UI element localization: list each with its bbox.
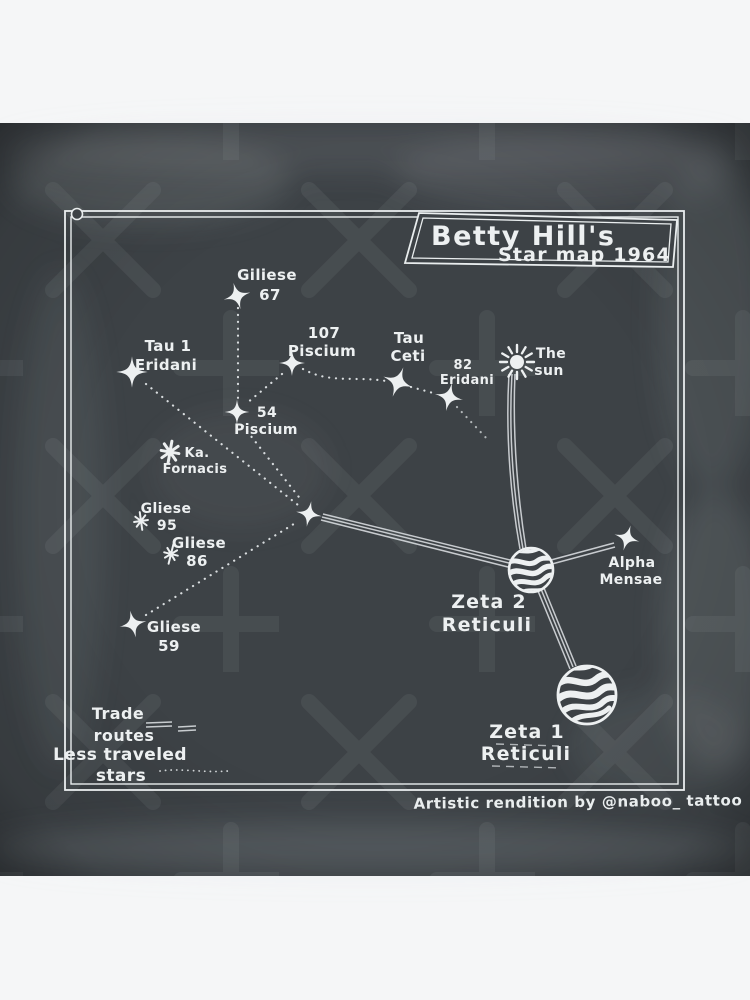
trade-route-sun-zeta2: [507, 373, 527, 550]
planet-zeta-1-reticuli: [556, 664, 618, 726]
label-tau-ceti-1: Tau: [394, 329, 424, 347]
label-giliese-67-2: 67: [259, 286, 281, 304]
label-tau-1-eridani-2: Eridani: [135, 356, 197, 374]
label-54-piscium-1: 54: [257, 405, 277, 421]
label-gliese-86-2: 86: [186, 552, 208, 570]
label-gliese-86-1: Gliese: [172, 534, 226, 552]
label-ka-fornacis-2: Fornacis: [163, 462, 228, 477]
label-107-piscium-2: Piscium: [288, 342, 356, 360]
route-107piscium-54piscium: [245, 372, 284, 405]
sparkle-star-icon-gliese-86: [163, 543, 179, 565]
label-gliese-95-2: 95: [157, 518, 177, 534]
label-zeta-2-reticuli-1: Zeta 2: [451, 591, 527, 613]
planet-zeta-2-reticuli: [507, 546, 555, 594]
label-107-piscium-1: 107: [308, 324, 341, 342]
legend-less-traveled-sample: [159, 769, 229, 773]
route-tauceti-82eridani: [409, 385, 439, 396]
title-box: Betty Hill's Star map 1964: [403, 212, 678, 268]
zeta-1-underline: [491, 743, 563, 769]
route-tau1eridani-hub: [144, 382, 300, 507]
label-54-piscium-2: Piscium: [234, 422, 298, 438]
legend-less-traveled-line1: Less traveled: [53, 745, 187, 765]
artist-credit: Artistic rendition by @naboo_ tattoo: [413, 791, 742, 812]
star-labels: Giliese 67 Tau 1 Eridani 107 Piscium Tau…: [135, 266, 662, 655]
route-82eridani-tail: [455, 405, 492, 444]
label-gliese-59-1: Gliese: [147, 618, 201, 636]
legend-trade-route-sample: [145, 721, 197, 732]
legend-less-traveled-line2: stars: [96, 766, 146, 786]
trade-route-zeta2-alphamensae: [550, 542, 616, 565]
frame-outer-line: [64, 210, 685, 791]
trade-routes: [320, 373, 616, 670]
label-alpha-mensae-1: Alpha: [608, 555, 655, 571]
label-tau-ceti-2: Ceti: [390, 347, 425, 365]
chalkboard: Betty Hill's Star map 1964 Giliese 67 Ta…: [0, 122, 750, 876]
label-the-sun-2: sun: [534, 363, 563, 379]
trade-route-hub-zeta2: [320, 513, 511, 568]
less-traveled-routes: [144, 306, 492, 617]
frame-inner-line: [70, 216, 679, 785]
label-zeta-1-reticuli-1: Zeta 1: [489, 721, 565, 743]
map-frame: [64, 207, 685, 791]
label-giliese-67-1: Giliese: [237, 266, 297, 284]
stars: [116, 279, 644, 641]
label-tau-1-eridani-1: Tau 1: [145, 337, 192, 355]
label-zeta-2-reticuli-2: Reticuli: [442, 614, 533, 636]
label-the-sun-1: The: [536, 346, 566, 362]
burst-star-icon-ka-fornacis: [159, 439, 181, 465]
title-line-2: Star map 1964: [498, 244, 671, 266]
route-gliese59-hub: [144, 520, 299, 617]
planet-labels: Zeta 2 Reticuli Zeta 1 Reticuli: [442, 591, 572, 769]
label-gliese-59-2: 59: [158, 637, 180, 655]
label-82-eridani-2: Eridani: [440, 373, 494, 388]
label-gliese-95-1: Gliese: [141, 501, 192, 517]
title-box-outer: [403, 212, 678, 268]
route-54piscium-hub: [241, 424, 304, 503]
legend: Trade routes Less traveled stars: [53, 704, 229, 786]
legend-trade-routes-line1: Trade: [92, 704, 144, 723]
sparkle-star-icon-gliese-95: [133, 511, 149, 531]
label-alpha-mensae-2: Mensae: [599, 572, 662, 588]
trade-route-zeta2-zeta1: [537, 587, 577, 670]
frame-corner-loop: [70, 207, 84, 221]
legend-trade-routes-line2: routes: [94, 726, 155, 745]
route-107piscium-tauceti: [301, 367, 388, 383]
label-ka-fornacis-1: Ka.: [185, 446, 210, 461]
label-zeta-1-reticuli-2: Reticuli: [481, 743, 572, 765]
title-box-inner: [411, 217, 672, 263]
label-82-eridani-1: 82: [454, 358, 473, 373]
sun-icon: [498, 343, 536, 381]
title-line-1: Betty Hill's: [431, 221, 615, 252]
